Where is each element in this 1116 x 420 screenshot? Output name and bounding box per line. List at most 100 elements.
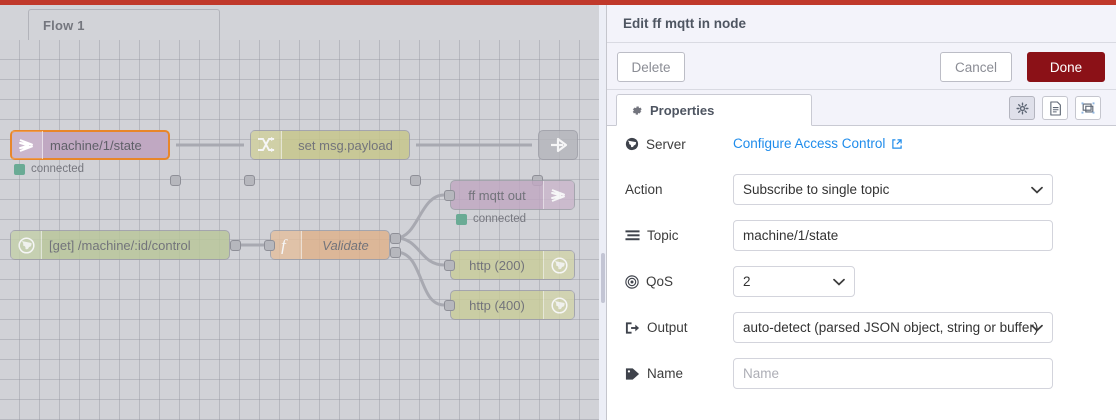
edit-panel-form: Server Configure Access Control <box>607 126 1116 420</box>
flow-node-label: [get] /machine/:id/control <box>49 237 191 253</box>
flow-node-label: http (200) <box>469 257 525 273</box>
field-label-action: Action <box>625 182 733 197</box>
debug-arrow-icon <box>539 131 579 159</box>
field-row-action: Action Subscribe to single topic <box>625 174 1095 205</box>
appearance-icon <box>1081 102 1095 114</box>
action-select-value: Subscribe to single topic <box>743 182 890 197</box>
properties-icon-button[interactable] <box>1009 96 1035 120</box>
flow-node-mqtt-out[interactable]: ff mqtt out <box>450 180 575 210</box>
edit-panel-tab-bar: Properties <box>607 90 1116 126</box>
field-label-text: Topic <box>647 228 679 243</box>
appearance-icon-button[interactable] <box>1075 96 1101 120</box>
status-dot-icon <box>14 163 25 175</box>
flow-node-label: set msg.payload <box>298 137 393 153</box>
document-icon <box>1049 100 1061 116</box>
done-button[interactable]: Done <box>1027 52 1105 82</box>
edit-panel-header: Edit ff mqtt in node <box>607 5 1116 43</box>
globe-icon <box>11 231 42 259</box>
chevron-down-icon <box>1031 175 1043 204</box>
chevron-down-icon <box>833 267 845 296</box>
field-label-text: Name <box>647 366 684 381</box>
field-control-action: Subscribe to single topic <box>733 174 1095 205</box>
field-label-topic: Topic <box>625 228 733 243</box>
done-button-label: Done <box>1049 59 1083 75</box>
flow-node-port-output[interactable] <box>170 175 181 186</box>
flow-node-mqtt-in[interactable]: machine/1/state <box>10 130 170 160</box>
qos-select-value: 2 <box>743 274 751 289</box>
field-row-qos: QoS 2 <box>625 266 1095 297</box>
field-row-output: Output auto-detect (parsed JSON object, … <box>625 312 1095 343</box>
field-row-topic: Topic machine/1/state <box>625 220 1095 251</box>
cancel-button[interactable]: Cancel <box>940 52 1012 82</box>
flow-node-port-output[interactable] <box>410 175 421 186</box>
tag-icon <box>625 367 640 381</box>
flow-node-port-input[interactable] <box>264 240 275 251</box>
status-dot-icon <box>456 213 467 225</box>
output-arrow-icon <box>625 321 640 335</box>
flow-tab-label: Flow 1 <box>43 17 85 33</box>
flow-node-port-input[interactable] <box>244 175 255 186</box>
flow-node-debug[interactable] <box>538 130 578 160</box>
field-control-topic: machine/1/state <box>733 220 1095 251</box>
output-select-value: auto-detect (parsed JSON object, string … <box>743 320 1039 335</box>
chevron-down-icon <box>1031 313 1043 342</box>
field-label-text: Output <box>647 320 688 335</box>
edit-panel-toolbar: Delete Cancel Done <box>607 43 1116 90</box>
output-select[interactable]: auto-detect (parsed JSON object, string … <box>733 312 1053 343</box>
tab-properties[interactable]: Properties <box>616 94 812 126</box>
flow-tab-flow-1[interactable]: Flow 1 <box>28 9 220 40</box>
qos-select[interactable]: 2 <box>733 266 855 297</box>
flow-node-http-in[interactable]: [get] /machine/:id/control <box>10 230 230 260</box>
external-link-icon <box>891 138 903 150</box>
field-row-name: Name Name <box>625 358 1095 389</box>
flow-node-http-response-200[interactable]: http (200) <box>450 250 575 280</box>
topic-input[interactable]: machine/1/state <box>733 220 1053 251</box>
description-icon-button[interactable] <box>1042 96 1068 120</box>
flow-node-status-mqtt-in: connected <box>14 163 84 175</box>
field-label-text: Action <box>625 182 663 197</box>
flow-node-port-input[interactable] <box>444 300 455 311</box>
top-accent-bar <box>0 0 1116 5</box>
globe-icon <box>543 251 574 279</box>
edit-node-panel: Edit ff mqtt in node Delete Cancel Done <box>606 5 1116 420</box>
flow-node-change[interactable]: set msg.payload <box>250 130 410 160</box>
flow-node-label: ff mqtt out <box>468 187 526 203</box>
flow-node-port-input[interactable] <box>444 190 455 201</box>
name-input[interactable]: Name <box>733 358 1053 389</box>
field-label-server: Server <box>625 137 733 152</box>
flow-node-port-output-2[interactable] <box>390 247 401 258</box>
delete-button-label: Delete <box>631 59 671 75</box>
delete-button[interactable]: Delete <box>617 52 685 82</box>
flow-node-port-output[interactable] <box>230 240 241 251</box>
flow-node-port-input[interactable] <box>444 260 455 271</box>
link-text: Configure Access Control <box>733 136 886 151</box>
cancel-button-label: Cancel <box>954 59 998 75</box>
flow-node-label: http (400) <box>469 297 525 313</box>
action-select[interactable]: Subscribe to single topic <box>733 174 1053 205</box>
field-label-qos: QoS <box>625 274 733 289</box>
flow-canvas[interactable]: machine/1/state connected set msg.payloa <box>0 40 600 420</box>
field-control-output: auto-detect (parsed JSON object, string … <box>733 312 1095 343</box>
status-text: connected <box>31 163 85 175</box>
field-row-server: Server Configure Access Control <box>625 135 1095 153</box>
flow-node-port-output-1[interactable] <box>390 233 401 244</box>
flow-workspace[interactable]: Flow 1 <box>0 5 600 420</box>
field-label-text: QoS <box>646 274 674 289</box>
topic-input-value: machine/1/state <box>743 228 839 243</box>
change-icon <box>251 131 282 159</box>
panel-splitter[interactable] <box>599 5 606 420</box>
field-label-text: Server <box>646 136 686 152</box>
name-input-placeholder: Name <box>743 366 780 381</box>
configure-access-control-link[interactable]: Configure Access Control <box>733 136 903 151</box>
flow-node-label: machine/1/state <box>50 137 142 153</box>
panel-splitter-grip[interactable] <box>601 253 605 303</box>
globe-icon <box>543 291 574 319</box>
flow-node-function[interactable]: f Validate <box>270 230 390 260</box>
svg-text:f: f <box>281 236 288 254</box>
gear-icon <box>630 104 643 117</box>
flow-node-http-response-400[interactable]: http (400) <box>450 290 575 320</box>
field-label-output: Output <box>625 320 733 335</box>
tab-properties-label: Properties <box>650 102 715 118</box>
list-icon <box>625 229 640 243</box>
